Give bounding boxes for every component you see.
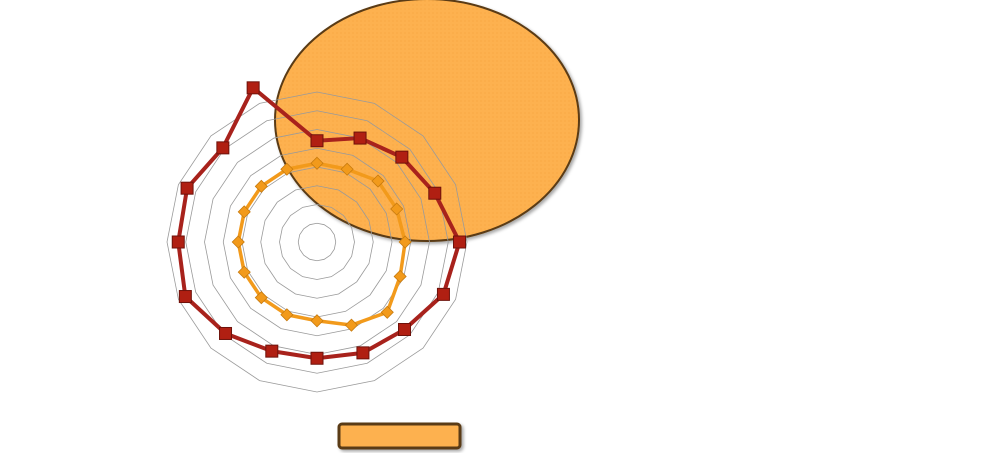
- data-point: [453, 235, 466, 249]
- data-point: [310, 351, 324, 365]
- series-1: [171, 81, 466, 365]
- data-point: [171, 235, 185, 249]
- data-point: [398, 235, 412, 249]
- data-point: [353, 131, 367, 145]
- data-point: [390, 202, 404, 216]
- radar-series: [171, 81, 466, 365]
- data-point: [246, 81, 260, 95]
- data-point: [180, 181, 194, 195]
- data-point: [216, 141, 230, 155]
- data-point: [265, 344, 279, 358]
- grid-ring: [166, 91, 468, 393]
- data-point: [344, 318, 359, 332]
- data-point: [237, 265, 251, 279]
- data-point: [310, 156, 324, 170]
- data-point: [393, 269, 407, 284]
- data-point: [280, 162, 294, 176]
- data-point: [436, 287, 450, 301]
- data-point: [395, 150, 409, 164]
- data-point: [428, 186, 442, 200]
- legend-box: [337, 422, 462, 450]
- legend: [337, 422, 462, 450]
- data-point: [254, 179, 268, 193]
- grid-ring: [297, 222, 337, 262]
- data-point: [380, 305, 394, 319]
- grid-ring: [260, 185, 374, 299]
- data-point: [340, 162, 354, 176]
- data-point: [219, 326, 233, 340]
- data-point: [356, 346, 370, 360]
- series-2: [231, 156, 412, 332]
- grid-ring: [222, 147, 412, 337]
- data-point: [178, 290, 192, 304]
- data-point: [310, 314, 324, 328]
- data-point: [398, 323, 412, 337]
- data-point: [310, 134, 324, 148]
- title-shape: [274, 0, 580, 242]
- grid-ring: [279, 204, 355, 280]
- data-point: [371, 174, 385, 188]
- data-point: [231, 235, 245, 249]
- data-point: [280, 308, 294, 322]
- data-point: [254, 291, 268, 305]
- data-point: [237, 205, 251, 219]
- grid-ring: [185, 110, 449, 374]
